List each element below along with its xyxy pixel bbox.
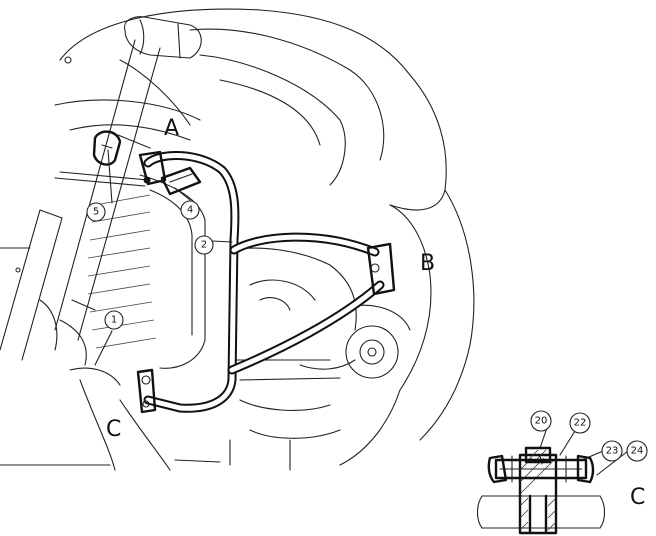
leader-lines xyxy=(94,149,629,476)
callout-part-23: 23 xyxy=(601,440,623,462)
turn-indicator-icon xyxy=(124,16,202,59)
view-label-a: A xyxy=(164,116,179,141)
callout-part-2-label: 2 xyxy=(201,240,207,251)
callout-part-1: 1 xyxy=(104,310,124,330)
callout-part-2: 2 xyxy=(194,235,214,255)
fork-clamp xyxy=(54,130,149,187)
callout-part-22: 22 xyxy=(569,412,591,434)
callout-part-5-label: 5 xyxy=(93,207,99,218)
callout-part-20-label: 20 xyxy=(535,416,548,427)
callout-part-24-label: 24 xyxy=(631,446,644,457)
callout-part-24: 24 xyxy=(626,440,648,462)
detail-c-section xyxy=(476,446,606,535)
callout-part-1-label: 1 xyxy=(111,315,117,326)
front-fork xyxy=(0,39,161,361)
radiator-fins xyxy=(87,194,157,349)
callout-part-4: 4 xyxy=(180,200,200,220)
detail-label-c: C xyxy=(630,485,645,510)
callout-part-4-label: 4 xyxy=(187,205,193,216)
mount-bracket xyxy=(160,166,202,196)
view-label-b: B xyxy=(420,251,435,276)
view-label-c: C xyxy=(106,417,121,442)
callout-part-22-label: 22 xyxy=(574,418,587,429)
crash-bar xyxy=(136,150,396,414)
callout-part-23-label: 23 xyxy=(606,446,619,457)
callout-part-20: 20 xyxy=(530,410,552,432)
callout-part-5: 5 xyxy=(86,202,106,222)
